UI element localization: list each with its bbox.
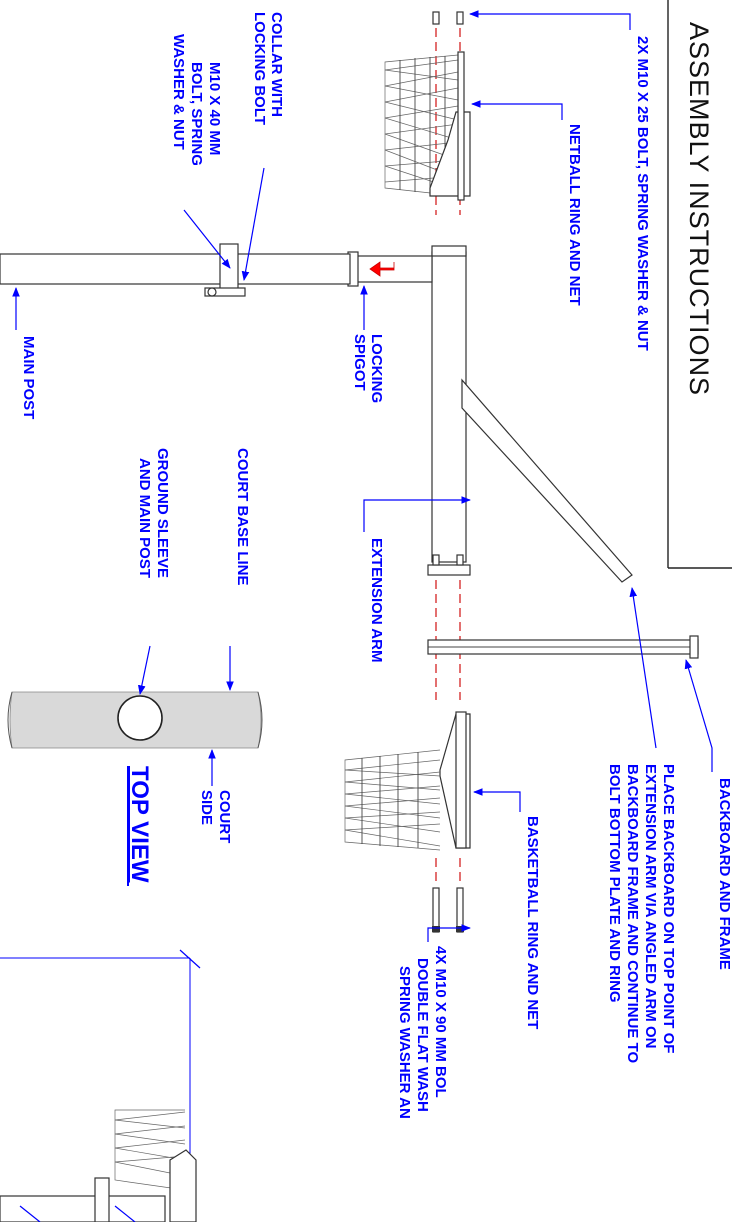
- locking-spigot-label-2: SPIGOT: [351, 334, 368, 391]
- collar-bolt-label-3: WASHER & NUT: [170, 34, 187, 150]
- place-backboard-line-4: BOLT BOTTOM PLATE AND RING: [606, 764, 623, 1003]
- backboard-label: BACKBOARD AND FRAME: [716, 778, 732, 970]
- place-backboard-line-3: BACKBOARD FRAME AND CONTINUE TO: [624, 764, 641, 1063]
- ground-sleeve-circle: [117, 695, 163, 741]
- leader-lines: [12, 10, 713, 942]
- drawing-title: ASSEMBLY INSTRUCTIONS: [684, 22, 714, 396]
- basketball-ring-label: BASKETBALL RING AND NET: [524, 816, 541, 1029]
- collar-label-1: COLLAR WITH: [268, 12, 285, 117]
- collar-bolt-label-1: M10 X 40 MM: [206, 62, 223, 155]
- insert-direction-arrow: [369, 261, 395, 277]
- top-view-ground: [7, 691, 263, 749]
- court-side-label-2: SIDE: [198, 790, 215, 825]
- backboard-frame: [427, 635, 699, 659]
- place-backboard-line-2: EXTENSION ARM VIA ANGLED ARM ON: [642, 764, 659, 1048]
- ground-sleeve-label-2: AND MAIN POST: [136, 458, 153, 578]
- collar-bolt-label-2: BOLT, SPRING: [188, 62, 205, 166]
- top-view-title: TOP VIEW: [126, 766, 153, 883]
- title-block: ASSEMBLY INSTRUCTIONS: [667, 0, 732, 569]
- extension-arm: [347, 245, 633, 583]
- bottom-bolts-line-1: 4X M10 X 90 MM BOL: [432, 946, 449, 1098]
- top-bolts-label: 2X M10 X 25 BOLT, SPRING WASHER & NUT: [634, 36, 651, 351]
- main-post: [0, 243, 351, 297]
- side-elevation-partial: [0, 949, 201, 1222]
- court-base-line-label: COURT BASE LINE: [234, 448, 251, 586]
- court-side-label-1: COURT: [216, 790, 233, 843]
- callout-labels: 2X M10 X 25 BOLT, SPRING WASHER & NUT NE…: [20, 12, 732, 1119]
- extension-arm-label: EXTENSION ARM: [368, 538, 385, 662]
- place-backboard-line-1: PLACE BACKBOARD ON TOP POINT OF: [660, 764, 677, 1053]
- basketball-ring-and-net: [344, 711, 471, 851]
- top-bolts: [432, 11, 464, 25]
- bottom-bolts-line-3: SPRING WASHER AN: [396, 966, 413, 1119]
- locking-spigot-label-1: LOCKING: [368, 334, 385, 403]
- collar-label-2: LOCKING BOLT: [251, 12, 268, 125]
- main-post-label: MAIN POST: [20, 336, 37, 419]
- bottom-bolts-line-2: DOUBLE FLAT WASH: [414, 958, 431, 1112]
- netball-ring-label: NETBALL RING AND NET: [566, 124, 583, 306]
- bottom-bolts: [432, 887, 464, 933]
- netball-ring-and-net: [384, 51, 471, 201]
- ground-sleeve-label-1: GROUND SLEEVE: [154, 448, 171, 578]
